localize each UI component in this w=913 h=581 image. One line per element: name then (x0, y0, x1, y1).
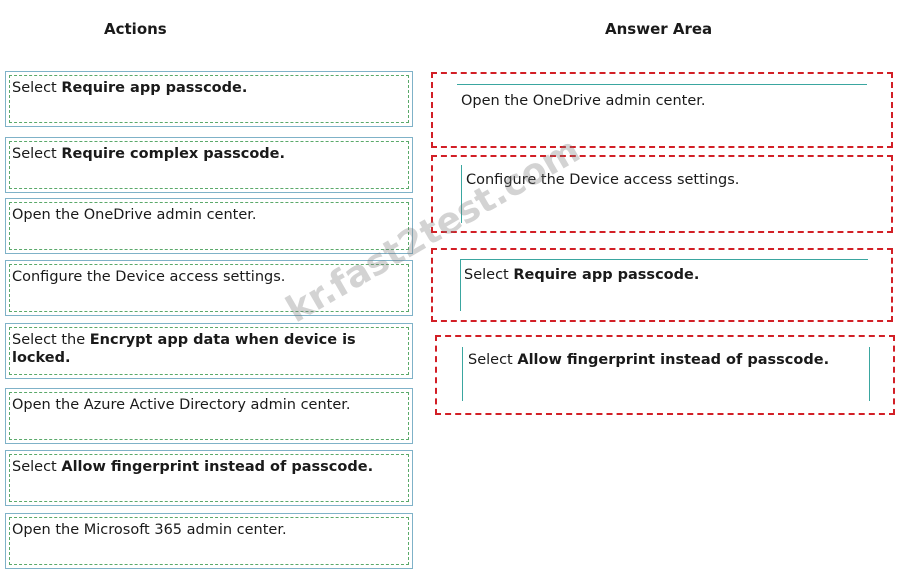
answer-text: Select (464, 267, 514, 283)
answer-slot-line (461, 165, 462, 223)
answer-text: Select (468, 352, 518, 368)
action-text: Select (12, 459, 62, 475)
action-item-require-complex-passcode[interactable]: Select Require complex passcode. (5, 137, 413, 193)
action-text: Open the Azure Active Directory admin ce… (12, 397, 351, 413)
answer-slot-text: Select Require app passcode. (464, 266, 699, 284)
action-text-bold: Require complex passcode. (61, 146, 286, 162)
action-item-configure-device-access[interactable]: Configure the Device access settings. (5, 260, 413, 316)
action-item-require-app-passcode[interactable]: Select Require app passcode. (5, 71, 413, 127)
action-text: Select (12, 146, 62, 162)
answer-slot-text: Configure the Device access settings. (466, 172, 740, 188)
action-text-bold: Allow fingerprint instead of passcode. (61, 459, 374, 475)
actions-heading: Actions (104, 20, 167, 38)
answer-slot-line (457, 84, 867, 124)
action-text: Select (12, 80, 62, 96)
answer-slot-line (462, 347, 463, 401)
action-text-bold: Require app passcode. (61, 80, 248, 96)
action-item-open-onedrive-admin[interactable]: Open the OneDrive admin center. (5, 198, 413, 254)
answer-slot-text: Select Allow fingerprint instead of pass… (468, 351, 829, 369)
answer-slot-2[interactable]: Configure the Device access settings. (431, 155, 893, 233)
action-text: Open the OneDrive admin center. (12, 207, 257, 223)
answer-slot-text: Open the OneDrive admin center. (461, 93, 706, 109)
answer-area-heading: Answer Area (605, 20, 713, 38)
answer-slot-line (460, 259, 868, 311)
answer-text-bold: Allow fingerprint instead of passcode. (517, 352, 830, 368)
action-text: Configure the Device access settings. (12, 269, 286, 285)
action-item-open-m365-admin[interactable]: Open the Microsoft 365 admin center. (5, 513, 413, 569)
answer-slot-4[interactable]: Select Allow fingerprint instead of pass… (435, 335, 895, 415)
action-text: Open the Microsoft 365 admin center. (12, 522, 287, 538)
action-text-bold: Encrypt app data when device is locked. (12, 332, 356, 366)
answer-slot-line (869, 347, 870, 401)
action-item-allow-fingerprint[interactable]: Select Allow fingerprint instead of pass… (5, 450, 413, 506)
answer-slot-1[interactable]: Open the OneDrive admin center. (431, 72, 893, 148)
answer-slot-3[interactable]: Select Require app passcode. (431, 248, 893, 322)
action-item-open-azure-ad-admin[interactable]: Open the Azure Active Directory admin ce… (5, 388, 413, 444)
action-item-encrypt-app-data[interactable]: Select the Encrypt app data when device … (5, 323, 413, 379)
action-text: Select the (12, 332, 90, 348)
answer-text-bold: Require app passcode. (513, 267, 700, 283)
